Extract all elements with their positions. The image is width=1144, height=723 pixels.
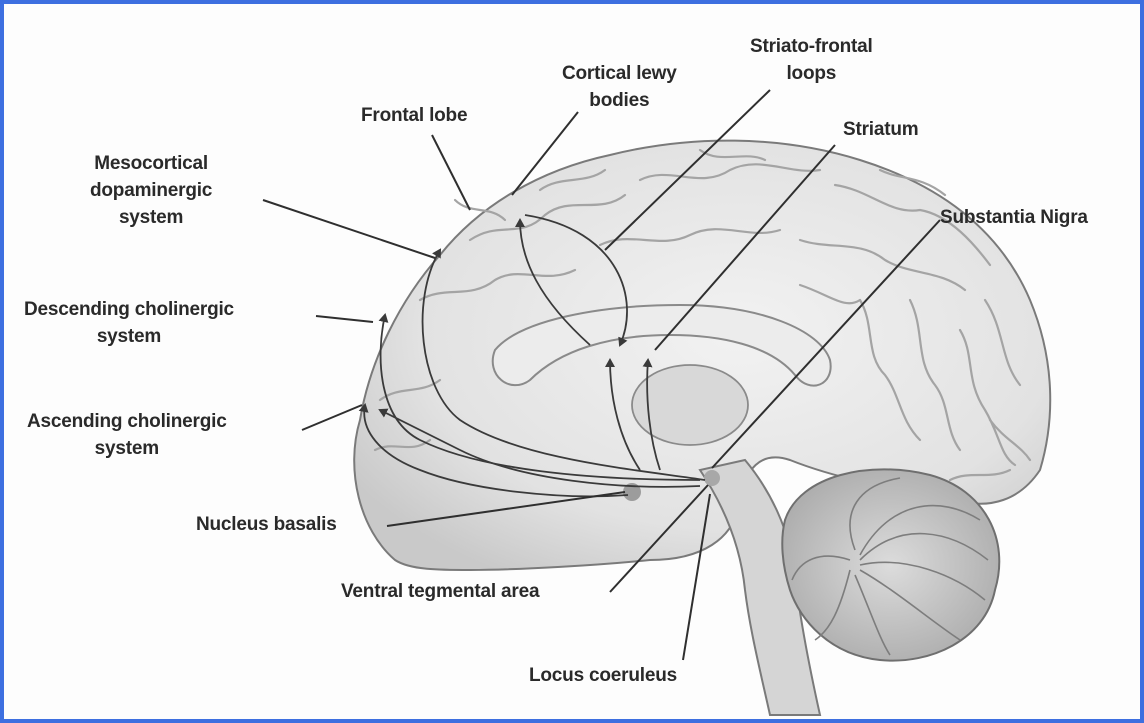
label-substantia-nigra: Substantia Nigra bbox=[940, 204, 1088, 231]
label-striato-frontal-line1: Striato-frontal bbox=[750, 33, 873, 60]
leader-descending bbox=[316, 316, 373, 322]
label-striatum: Striatum bbox=[843, 116, 918, 143]
label-cortical-lewy-bodies: Cortical lewy bodies bbox=[562, 60, 677, 114]
label-mesocortical-line1: Mesocortical bbox=[90, 150, 212, 177]
label-descending-cholinergic: Descending cholinergic system bbox=[24, 296, 234, 350]
label-nucleus-basalis: Nucleus basalis bbox=[196, 511, 337, 538]
label-cortical-lewy-line2: bodies bbox=[562, 87, 677, 114]
label-cortical-lewy-line1: Cortical lewy bbox=[562, 60, 677, 87]
leader-frontal-lobe bbox=[432, 135, 470, 210]
thalamus bbox=[632, 365, 748, 445]
cerebellum bbox=[782, 469, 999, 660]
label-substantia-nigra-text: Substantia Nigra bbox=[940, 204, 1088, 231]
ventral-tegmental-marker bbox=[704, 470, 720, 486]
label-frontal-lobe-text: Frontal lobe bbox=[361, 102, 467, 129]
label-ascending-line1: Ascending cholinergic bbox=[27, 408, 227, 435]
label-ventral-tegmental-area: Ventral tegmental area bbox=[341, 578, 539, 605]
label-descending-line1: Descending cholinergic bbox=[24, 296, 234, 323]
label-striato-frontal-line2: loops bbox=[750, 60, 873, 87]
label-mesocortical-line2: dopaminergic bbox=[90, 177, 212, 204]
label-locus-coeruleus: Locus coeruleus bbox=[529, 662, 677, 689]
label-locus-coeruleus-text: Locus coeruleus bbox=[529, 662, 677, 689]
leader-ascending bbox=[302, 405, 362, 430]
label-mesocortical-system: Mesocortical dopaminergic system bbox=[90, 150, 212, 231]
label-striatum-text: Striatum bbox=[843, 116, 918, 143]
label-descending-line2: system bbox=[24, 323, 234, 350]
label-striato-frontal-loops: Striato-frontal loops bbox=[750, 33, 873, 87]
label-mesocortical-line3: system bbox=[90, 204, 212, 231]
label-nucleus-basalis-text: Nucleus basalis bbox=[196, 511, 337, 538]
leader-mesocortical bbox=[263, 200, 435, 258]
label-ascending-cholinergic: Ascending cholinergic system bbox=[27, 408, 227, 462]
label-ascending-line2: system bbox=[27, 435, 227, 462]
label-frontal-lobe: Frontal lobe bbox=[361, 102, 467, 129]
label-ventral-tegmental-text: Ventral tegmental area bbox=[341, 578, 539, 605]
